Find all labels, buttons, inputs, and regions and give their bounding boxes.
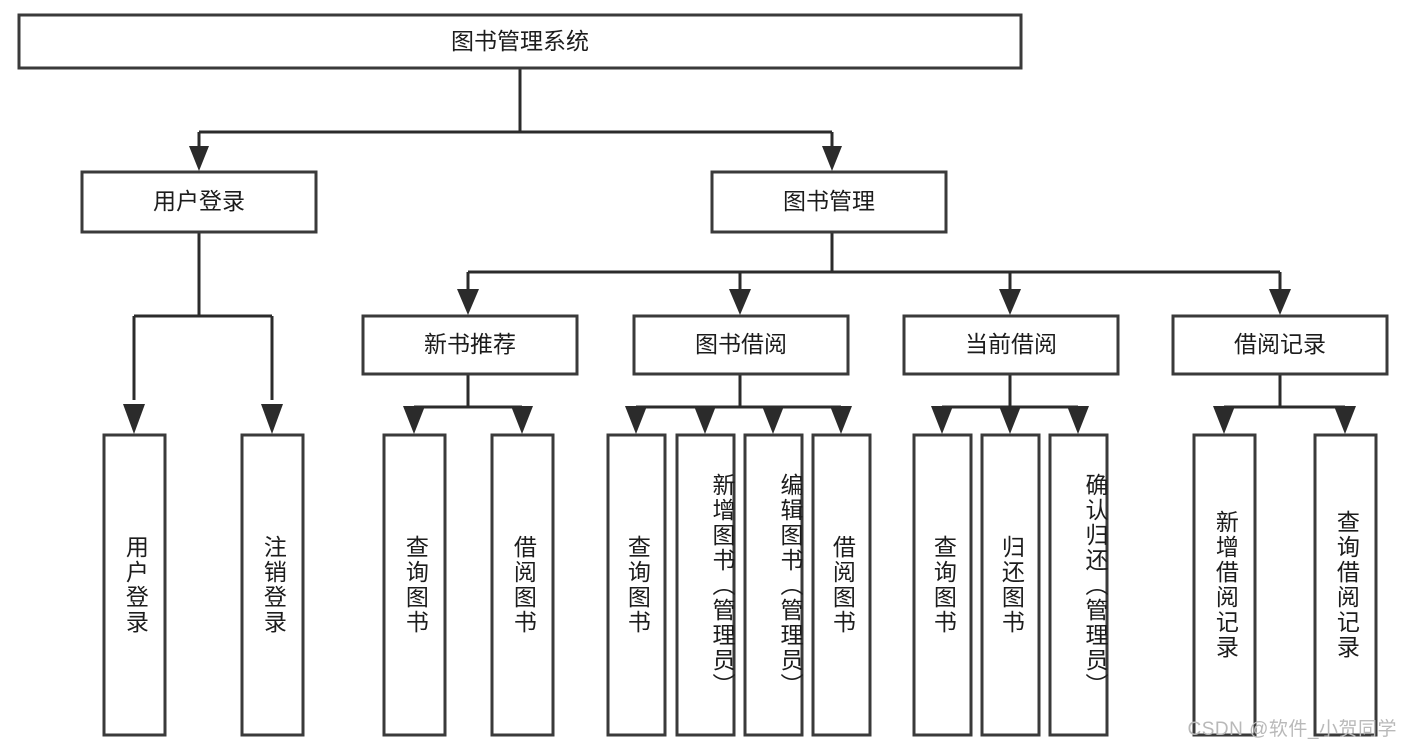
leaf-box-bb-1[interactable] xyxy=(606,433,667,737)
node-current-borrow-box[interactable] xyxy=(902,314,1120,376)
node-current-borrow[interactable]: 当前借阅 xyxy=(902,314,1120,376)
node-root-system-label: 图书管理系统 xyxy=(451,28,589,54)
node-book-borrow-box[interactable] xyxy=(632,314,850,376)
arrow-head-nbr-leaf-2 xyxy=(511,406,533,434)
node-new-book-recommend[interactable]: 新书推荐 xyxy=(361,314,579,376)
arrow-head-user-login-leaf-2 xyxy=(261,404,283,434)
connector-group-book-mgmt xyxy=(457,232,1291,315)
arrow-head-cb-leaf-2 xyxy=(999,406,1021,434)
leaf-box-nbr-2[interactable] xyxy=(490,433,555,737)
arrow-head-book-borrow xyxy=(729,289,751,315)
arrow-head-bb-leaf-4 xyxy=(830,406,852,434)
node-current-borrow-label: 当前借阅 xyxy=(965,331,1057,357)
leaf-box-nbr-1[interactable] xyxy=(382,433,447,737)
arrow-head-borrow-records xyxy=(1269,289,1291,315)
arrow-head-current-borrow xyxy=(999,289,1021,315)
arrow-head-br-leaf-2 xyxy=(1334,406,1356,434)
arrow-head-user-login xyxy=(189,146,209,171)
connector-group-root xyxy=(189,68,842,171)
node-borrow-records[interactable]: 借阅记录 xyxy=(1171,314,1389,376)
node-new-book-recommend-label: 新书推荐 xyxy=(424,331,516,357)
leaf-box-cb-2[interactable] xyxy=(980,433,1041,737)
arrow-head-cb-leaf-3 xyxy=(1067,406,1089,434)
node-borrow-records-label: 借阅记录 xyxy=(1234,331,1326,357)
leaf-box-bb-3[interactable] xyxy=(743,433,804,737)
leaf-box-bb-4[interactable] xyxy=(811,433,872,737)
node-book-management-label: 图书管理 xyxy=(783,188,875,214)
arrow-head-bb-leaf-3 xyxy=(762,406,784,434)
node-user-login[interactable]: 用户登录 xyxy=(80,170,318,234)
leaf-box-cb-1[interactable] xyxy=(912,433,973,737)
arrow-head-bb-leaf-1 xyxy=(625,406,647,434)
leaf-box-user-login-1[interactable] xyxy=(102,433,167,737)
leaf-box-br-2[interactable] xyxy=(1313,433,1378,737)
node-new-book-recommend-box[interactable] xyxy=(361,314,579,376)
node-borrow-records-box[interactable] xyxy=(1171,314,1389,376)
arrow-head-cb-leaf-1 xyxy=(931,406,953,434)
connector-group-new-book-recommend xyxy=(403,375,533,434)
arrow-head-bb-leaf-2 xyxy=(694,406,716,434)
connector-group-book-borrow xyxy=(625,375,852,434)
arrow-head-book-mgmt xyxy=(822,146,842,171)
arrow-head-user-login-leaf-1 xyxy=(123,404,145,434)
arrow-head-nbr-leaf-1 xyxy=(403,406,425,434)
node-user-login-box[interactable] xyxy=(80,170,318,234)
leaf-box-cb-3[interactable] xyxy=(1048,433,1109,737)
arrow-head-br-leaf-1 xyxy=(1213,406,1235,434)
node-root-system[interactable]: 图书管理系统 xyxy=(17,13,1023,70)
node-book-borrow-label: 图书借阅 xyxy=(695,331,787,357)
node-book-management-box[interactable] xyxy=(710,170,948,234)
connector-group-user-login xyxy=(123,232,283,434)
leaf-box-bb-2[interactable] xyxy=(675,433,736,737)
leaf-box-br-1[interactable] xyxy=(1192,433,1257,737)
connector-group-current-borrow xyxy=(931,375,1089,434)
node-root-system-box[interactable] xyxy=(17,13,1023,70)
arrow-head-new-book-recommend xyxy=(457,289,479,315)
node-book-borrow[interactable]: 图书借阅 xyxy=(632,314,850,376)
node-user-login-label: 用户登录 xyxy=(153,188,245,214)
connector-group-borrow-records xyxy=(1213,375,1356,434)
node-book-management[interactable]: 图书管理 xyxy=(710,170,948,234)
watermark-text: CSDN @软件_小贺同学 xyxy=(1187,719,1397,740)
leaf-box-user-login-2[interactable] xyxy=(240,433,305,737)
